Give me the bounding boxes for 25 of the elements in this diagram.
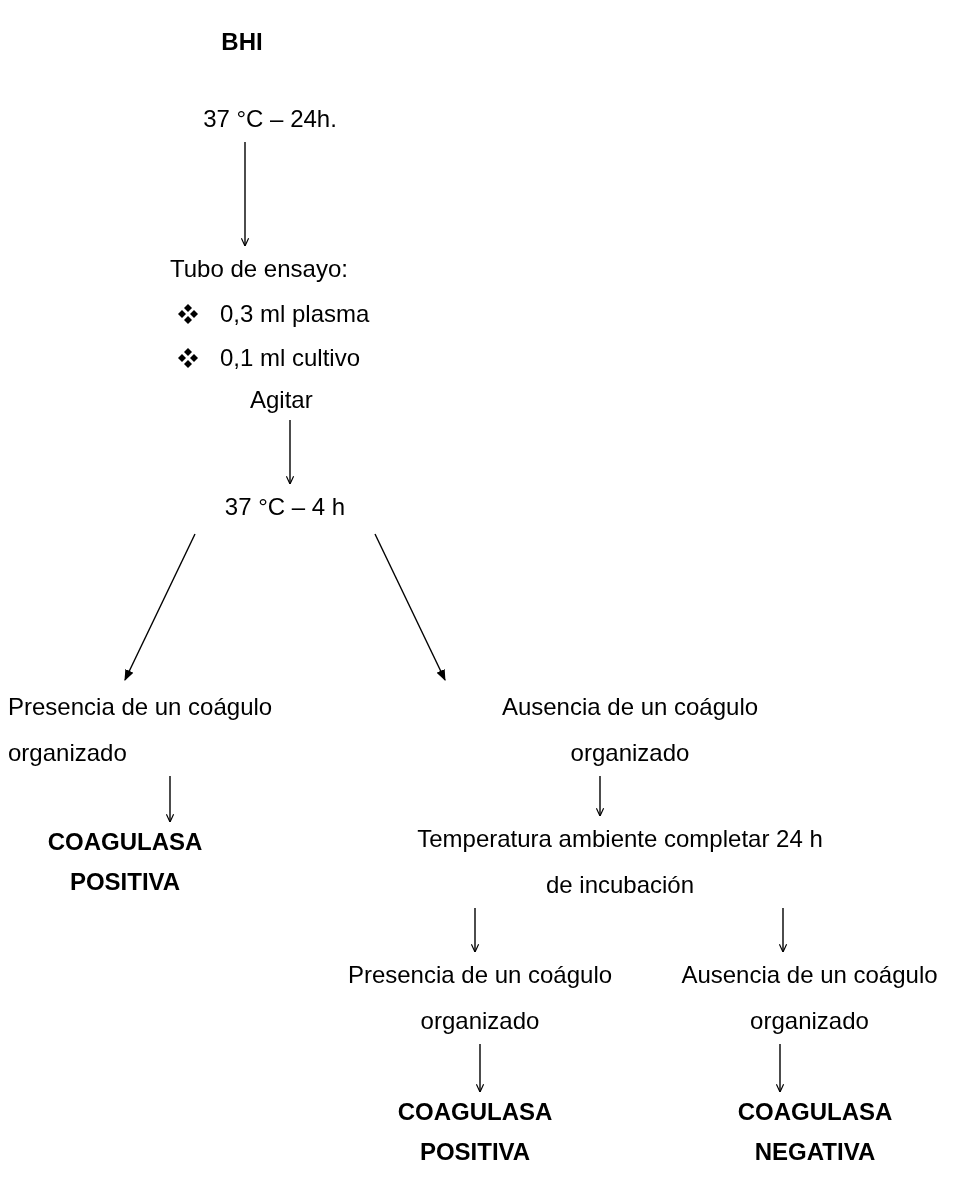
result-text: COAGULASA POSITIVA: [46, 827, 204, 897]
arrow: [475, 1043, 485, 1093]
arrow: [775, 1043, 785, 1093]
step-text: 37 °C – 24h.: [202, 104, 338, 134]
result-text: COAGULASA NEGATIVA: [736, 1097, 894, 1167]
result-text: BHI: [220, 27, 264, 57]
arrow: [595, 775, 605, 817]
heading-text: Tubo de ensayo:: [170, 254, 349, 284]
arrow: [374, 533, 446, 681]
arrow: [165, 775, 175, 823]
arrow: [124, 533, 196, 681]
step-text: Ausencia de un coágulo organizado: [500, 692, 760, 768]
arrow: [470, 907, 480, 953]
result-text: COAGULASA POSITIVA: [396, 1097, 554, 1167]
arrow: [778, 907, 788, 953]
step-text: Presencia de un coágulo organizado: [8, 692, 274, 768]
step-text: Agitar: [249, 385, 314, 415]
arrow: [240, 141, 250, 247]
arrow: [285, 419, 295, 485]
step-text: Temperatura ambiente completar 24 h de incubación: [416, 824, 824, 900]
list-item-text: 0,3 ml plasma: [220, 299, 370, 329]
step-text: Ausencia de un coágulo organizado: [680, 960, 939, 1036]
list-item-text: 0,1 ml cultivo: [220, 343, 361, 373]
step-text: Presencia de un coágulo organizado: [346, 960, 614, 1036]
step-text: 37 °C – 4 h: [223, 492, 347, 522]
